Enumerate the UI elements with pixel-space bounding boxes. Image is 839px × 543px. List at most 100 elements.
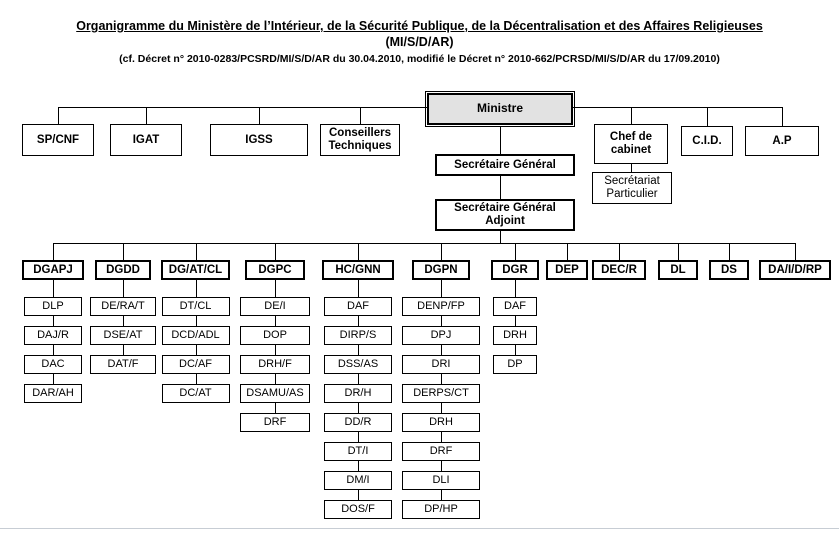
- subdirectorate-box-dgdd-2[interactable]: DAT/F: [90, 355, 156, 374]
- staff-box-c-i-d-[interactable]: C.I.D.: [681, 126, 733, 156]
- directorate-box-dgdd[interactable]: DGDD: [95, 260, 151, 280]
- connector-bus-da-i-d-rp: [795, 243, 796, 260]
- directorate-box-dgpn[interactable]: DGPN: [412, 260, 470, 280]
- subdirectorate-box-dgpn-0[interactable]: DENP/FP: [402, 297, 480, 316]
- staff-box-igat[interactable]: IGAT: [110, 124, 182, 156]
- staff-box-a-p-label: A.P: [772, 134, 792, 147]
- secretaire-general-box[interactable]: Secrétaire Général: [435, 154, 575, 176]
- subdirectorate-box-dg-at-cl-0[interactable]: DT/CL: [161, 297, 230, 316]
- subdirectorate-box-dgapj-1[interactable]: DAJ/R: [24, 326, 82, 345]
- directorate-box-dgr[interactable]: DGR: [491, 260, 539, 280]
- connector-bus-dgapj: [53, 243, 54, 260]
- subdirectorate-box-dgpn-6[interactable]: DLI: [402, 471, 480, 490]
- directorate-box-dl[interactable]: DL: [658, 260, 698, 280]
- subdirectorate-box-dgapj-0[interactable]: DLP: [24, 297, 82, 316]
- directorate-box-dep[interactable]: DEP: [546, 260, 588, 280]
- subdirectorate-box-dg-at-cl-2[interactable]: DC/AF: [161, 355, 230, 374]
- subdirectorate-box-dgr-0-label: DAF: [504, 300, 526, 313]
- subdirectorate-box-hc-gnn-3[interactable]: DR/H: [324, 384, 392, 403]
- subdirectorate-box-dg-at-cl-1[interactable]: DCD/ADL: [161, 326, 230, 345]
- staff-box-sp-cnf[interactable]: SP/CNF: [22, 124, 94, 156]
- staff-box-chef-de-label: cabinet: [610, 144, 652, 156]
- subdirectorate-box-hc-gnn-4-label: DD/R: [344, 416, 372, 429]
- directorate-box-dgpc-label: DGPC: [258, 263, 292, 276]
- subdirectorate-box-dgpc-1[interactable]: DOP: [240, 326, 310, 345]
- subdirectorate-box-dgr-0[interactable]: DAF: [493, 297, 537, 316]
- staff-box-conseillers-label: Techniques: [328, 140, 392, 152]
- subdirectorate-box-dgdd-2-label: DAT/F: [107, 358, 139, 371]
- subdirectorate-box-hc-gnn-2[interactable]: DSS/AS: [324, 355, 392, 374]
- connector-dgpn-child-7: [441, 490, 442, 500]
- connector-bus-dec-r: [619, 243, 620, 260]
- subdirectorate-box-hc-gnn-5[interactable]: DT/I: [324, 442, 392, 461]
- bus-directorates: [53, 243, 795, 244]
- secretariat-particulier-box-label: Secrétariat: [604, 175, 660, 188]
- subdirectorate-box-dgpc-0[interactable]: DE/I: [240, 297, 310, 316]
- subdirectorate-box-hc-gnn-4[interactable]: DD/R: [324, 413, 392, 432]
- subdirectorate-box-dgr-2[interactable]: DP: [493, 355, 537, 374]
- subdirectorate-box-dgpn-2[interactable]: DRI: [402, 355, 480, 374]
- connector-dgapj-child-3: [53, 374, 54, 384]
- directorate-box-ds-label: DS: [721, 263, 737, 276]
- subdirectorate-box-dg-at-cl-3[interactable]: DC/AT: [161, 384, 230, 403]
- directorate-box-ds[interactable]: DS: [709, 260, 749, 280]
- directorate-box-dgpc[interactable]: DGPC: [245, 260, 305, 280]
- staff-box-a-p[interactable]: A.P: [745, 126, 819, 156]
- subdirectorate-box-dgr-1[interactable]: DRH: [493, 326, 537, 345]
- subdirectorate-box-dgpn-4[interactable]: DRH: [402, 413, 480, 432]
- staff-box-igss-label: IGSS: [245, 133, 273, 146]
- directorate-box-dgapj[interactable]: DGAPJ: [22, 260, 84, 280]
- subdirectorate-box-dgpn-7[interactable]: DP/HP: [402, 500, 480, 519]
- subdirectorate-box-dgpn-3-label: DERPS/CT: [413, 387, 469, 400]
- staff-box-igss[interactable]: IGSS: [210, 124, 308, 156]
- connector-hc-gnn-child-6: [358, 461, 359, 471]
- subdirectorate-box-dgapj-0-label: DLP: [42, 300, 64, 313]
- subdirectorate-box-hc-gnn-1[interactable]: DIRP/S: [324, 326, 392, 345]
- subdirectorate-box-dgdd-0[interactable]: DE/RA/T: [90, 297, 156, 316]
- connector-dgapj-child-2: [53, 345, 54, 355]
- directorate-box-dg-at-cl[interactable]: DG/AT/CL: [161, 260, 230, 280]
- subdirectorate-box-hc-gnn-0[interactable]: DAF: [324, 297, 392, 316]
- connector-hc-gnn-child-3: [358, 374, 359, 384]
- connector-bus-dgpn: [441, 243, 442, 260]
- subdirectorate-box-dgpn-3[interactable]: DERPS/CT: [402, 384, 480, 403]
- subdirectorate-box-dgapj-2-label: DAC: [41, 358, 65, 371]
- subdirectorate-box-hc-gnn-7[interactable]: DOS/F: [324, 500, 392, 519]
- directorate-box-dl-label: DL: [670, 263, 686, 276]
- connector-hc-gnn-child-5: [358, 432, 359, 442]
- directorate-box-da-i-d-rp-label: DA/I/D/RP: [768, 263, 822, 276]
- connector-dgpc-child-3: [275, 374, 276, 384]
- subdirectorate-box-dgpc-3[interactable]: DSAMU/AS: [240, 384, 310, 403]
- subdirectorate-box-dgpc-2[interactable]: DRH/F: [240, 355, 310, 374]
- connector-dgpn-child-5: [441, 432, 442, 442]
- staff-box-chef-de-label: Chef de: [609, 131, 653, 144]
- subdirectorate-box-dgapj-2[interactable]: DAC: [24, 355, 82, 374]
- connector-dgpn-child-0: [441, 280, 442, 297]
- directorate-box-da-i-d-rp[interactable]: DA/I/D/RP: [759, 260, 831, 280]
- subdirectorate-box-dgapj-3[interactable]: DAR/AH: [24, 384, 82, 403]
- directorate-box-dep-label: DEP: [555, 263, 579, 276]
- directorate-box-dec-r[interactable]: DEC/R: [592, 260, 646, 280]
- connector-staff-right-1: [707, 107, 708, 126]
- subdirectorate-box-dg-at-cl-0-label: DT/CL: [179, 300, 212, 313]
- staff-box-conseillers-label: Conseillers: [329, 127, 391, 140]
- subdirectorate-box-hc-gnn-6[interactable]: DM/I: [324, 471, 392, 490]
- connector-bus-dg-at-cl: [195, 243, 197, 260]
- ministre-box[interactable]: Ministre: [425, 91, 575, 127]
- subdirectorate-box-dgdd-1[interactable]: DSE/AT: [90, 326, 156, 345]
- subdirectorate-box-dgpn-1[interactable]: DPJ: [402, 326, 480, 345]
- subdirectorate-box-dgpn-1-label: DPJ: [430, 329, 452, 342]
- bus-left-staff: [58, 107, 427, 108]
- staff-box-igat-label: IGAT: [132, 133, 160, 146]
- staff-box-sp-cnf-label: SP/CNF: [36, 133, 80, 146]
- subdirectorate-box-hc-gnn-2-label: DSS/AS: [337, 358, 379, 371]
- bus-right-staff: [573, 107, 782, 108]
- subdirectorate-box-dgpn-5[interactable]: DRF: [402, 442, 480, 461]
- connector-dgdd-child-0: [123, 280, 124, 297]
- directorate-box-hc-gnn[interactable]: HC/GNN: [322, 260, 394, 280]
- subdirectorate-box-dgpc-4[interactable]: DRF: [240, 413, 310, 432]
